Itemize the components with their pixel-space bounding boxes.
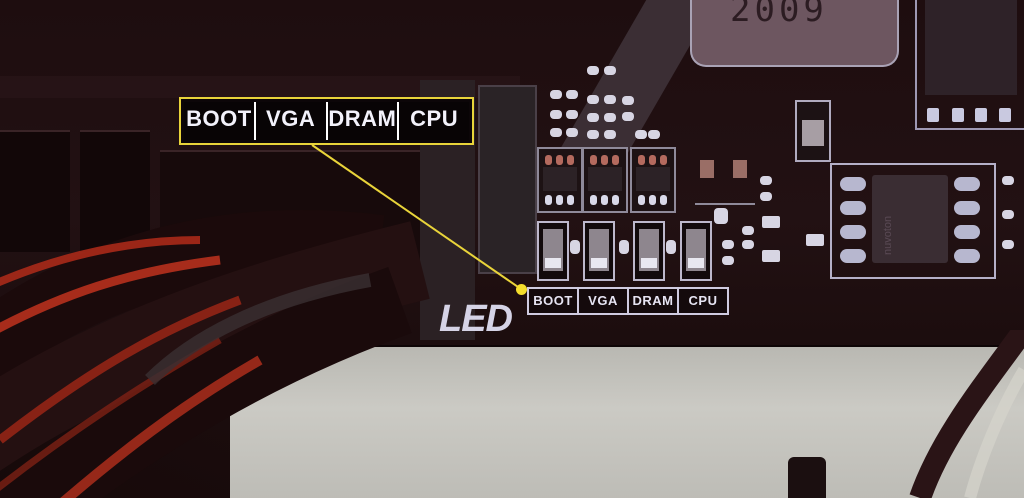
power-cable-bundle: [0, 210, 430, 498]
led-cpu: [680, 221, 712, 281]
callout-label-vga: VGA: [255, 102, 326, 140]
inductor: 2009: [690, 0, 899, 67]
cable-right: [909, 330, 1024, 498]
silk-label-boot: BOOT: [529, 289, 579, 313]
voltage-regulator: [582, 147, 628, 213]
callout-label-cpu: CPU: [399, 102, 469, 140]
callout-label-dram: DRAM: [327, 102, 398, 140]
led-silkscreen-word: LED: [439, 298, 513, 340]
led-dram: [633, 221, 665, 281]
led-silkscreen-labels: BOOT VGA DRAM CPU: [527, 287, 729, 315]
connector-slot: [80, 130, 150, 252]
tray-cutout: [788, 457, 826, 498]
voltage-regulator: [537, 147, 583, 213]
io-shield-tray: [230, 345, 1024, 498]
inductor-marking: 2009: [730, 0, 828, 30]
connector-slot: [0, 130, 70, 252]
silk-label-vga: VGA: [579, 289, 629, 313]
header-block: [478, 85, 537, 274]
transistor: [695, 158, 755, 205]
silk-label-cpu: CPU: [688, 293, 718, 308]
led-boot: [537, 221, 569, 281]
led-labels-callout: BOOT VGA DRAM CPU: [179, 97, 474, 145]
callout-anchor-dot: [516, 284, 527, 295]
pcb-edge-strip: [0, 76, 520, 98]
led-vga: [583, 221, 615, 281]
voltage-regulator: [630, 147, 676, 213]
silk-label-dram: DRAM: [629, 289, 679, 313]
ic-chip: [915, 0, 1024, 130]
callout-label-boot: BOOT: [184, 102, 254, 140]
capacitor: [795, 100, 831, 162]
nuvoton-ic: nuvoton: [830, 163, 996, 279]
